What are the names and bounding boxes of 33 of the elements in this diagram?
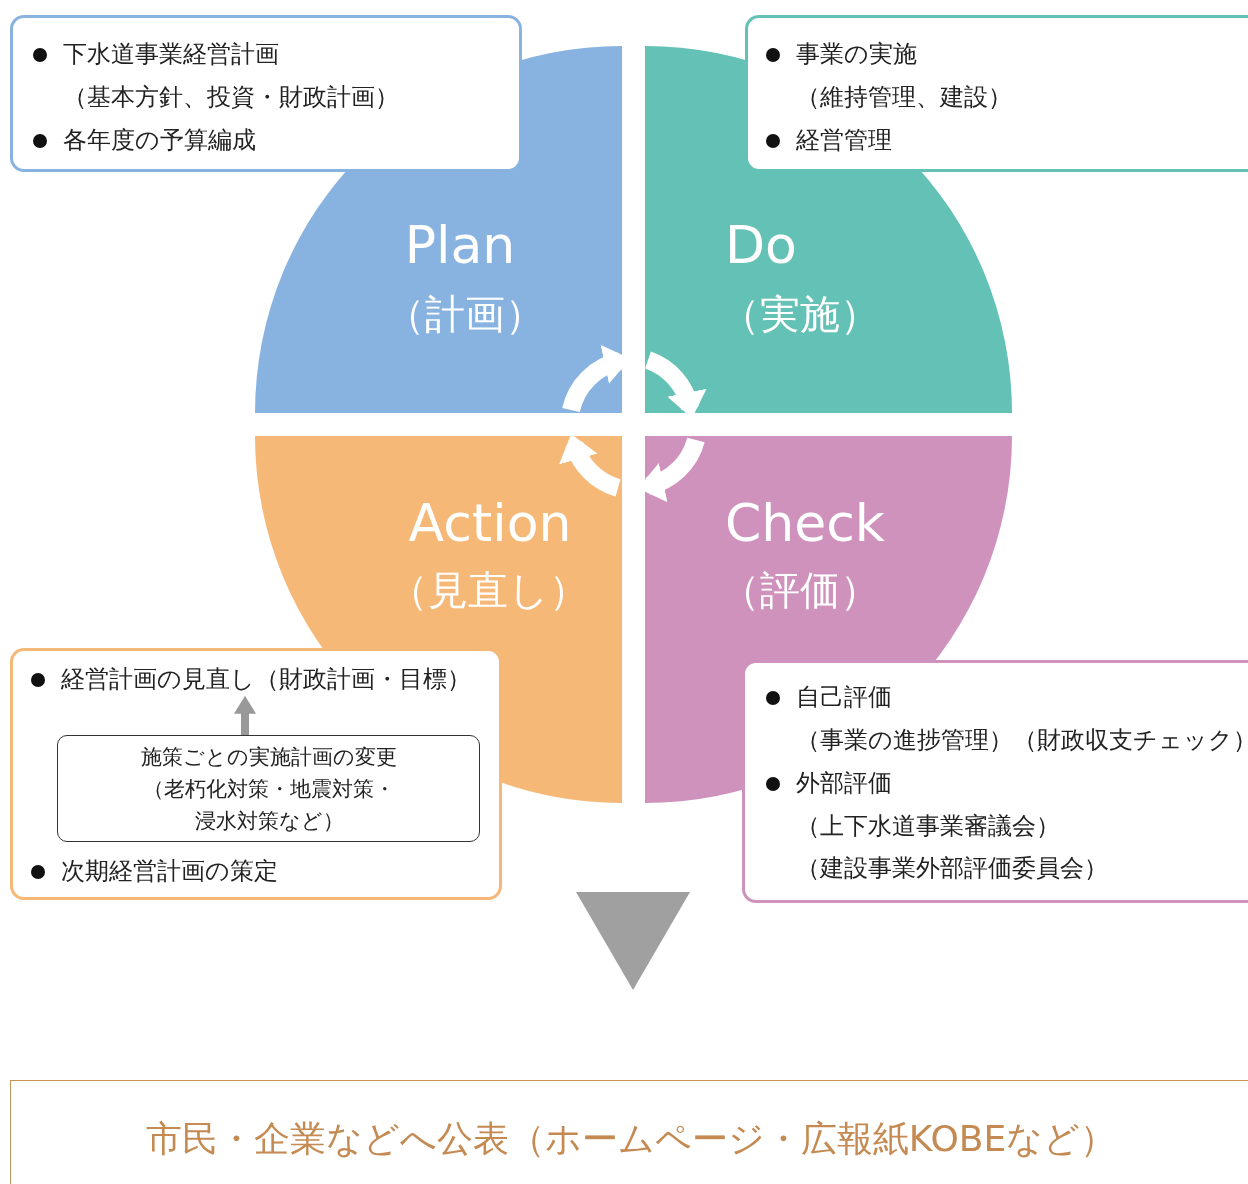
list-item: （建設事業外部評価委員会）: [796, 854, 1108, 883]
list-item: （上下水道事業審議会）: [796, 812, 1060, 841]
quadrant-title: Plan: [404, 214, 516, 277]
quadrant-subtitle: （実施）: [720, 290, 880, 338]
process-box: [57, 735, 480, 842]
list-item: 経営管理: [796, 126, 892, 155]
arrow: [234, 695, 256, 735]
quadrant-title: Do: [725, 214, 797, 277]
list-item: 経営計画の見直し（財政計画・目標）: [61, 665, 471, 694]
callout-box: [742, 660, 1248, 903]
banner-box: [10, 1080, 1248, 1184]
callout-box: [745, 15, 1248, 172]
list-item: （維持管理、建設）: [796, 83, 1012, 112]
box-text: （老朽化対策・地震対策・: [143, 777, 395, 803]
list-item: 下水道事業経営計画: [63, 40, 279, 69]
list-item: 事業の実施: [796, 40, 917, 69]
quadrant-subtitle: （計画）: [385, 290, 545, 338]
box-text: 市民・企業などへ公表（ホームページ・広報紙KOBEなど）: [145, 1117, 1117, 1161]
list-item: （基本方針、投資・財政計画）: [63, 83, 399, 112]
quadrant-subtitle: （評価）: [720, 566, 880, 614]
box-text: 施策ごとの実施計画の変更: [141, 745, 397, 771]
list-item: 次期経営計画の策定: [61, 857, 278, 886]
quadrant-title: Action: [408, 492, 572, 555]
list-item: （事業の進捗管理）（財政収支チェック）: [796, 726, 1248, 755]
callout-box: [10, 15, 522, 172]
cycle-arrow: [560, 434, 621, 497]
box-text: 浸水対策など）: [194, 809, 344, 835]
quadrant-subtitle: （見直し）: [387, 566, 589, 614]
list-item: 外部評価: [796, 769, 892, 798]
list-item: 各年度の予算編成: [63, 126, 256, 155]
list-item: 自己評価: [796, 683, 892, 712]
quadrant-title: Check: [725, 492, 885, 555]
callout-box: [10, 648, 502, 900]
